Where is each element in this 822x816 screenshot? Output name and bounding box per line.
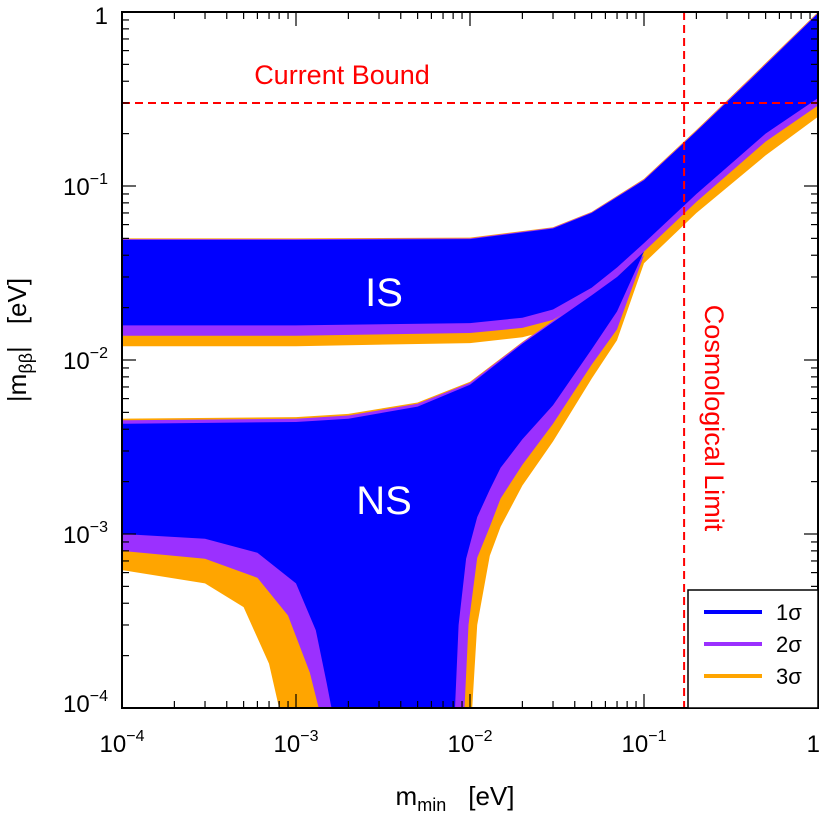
y-tick-label: 10−3: [63, 519, 108, 549]
x-axis-label-unit: [eV]: [468, 781, 514, 811]
legend-label-3sigma: 3σ: [776, 664, 802, 689]
region-label-ns: NS: [356, 479, 412, 523]
ns-band-sigma1: [122, 251, 644, 708]
x-tick-label: 10−1: [622, 728, 667, 758]
legend-label-1sigma: 1σ: [776, 600, 802, 625]
y-tick-label: 10−1: [63, 171, 108, 201]
x-tick-label: 10−3: [274, 728, 319, 758]
x-tick-label: 1: [807, 731, 820, 758]
reference-lines: [122, 12, 818, 708]
cosmological-limit-label: Cosmological Limit: [699, 305, 729, 532]
x-tick-label: 10−4: [100, 728, 145, 758]
y-axis-label-unit: [eV]: [2, 278, 32, 324]
y-axis-label-end: |: [2, 346, 32, 353]
region-label-is: IS: [365, 271, 403, 315]
current-bound-label: Current Bound: [254, 60, 430, 90]
y-tick-label: 1: [95, 3, 108, 30]
legend-box: [687, 589, 819, 709]
y-tick-label: 10−2: [63, 345, 108, 375]
x-axis-label-sub: min: [417, 795, 446, 815]
x-axis-label-main: m: [396, 781, 418, 811]
tick-labels: 10−4 10−3 10−2 10−1 1 10−4 10−3 10−2 10−1 1: [63, 3, 820, 758]
legend-label-2sigma: 2σ: [776, 632, 802, 657]
x-axis-label: mmin [eV]: [396, 781, 515, 815]
y-axis-label-sub: ββ: [16, 353, 36, 374]
y-axis-label: |mββ| [eV]: [2, 278, 36, 402]
y-tick-label: 10−4: [63, 688, 108, 718]
legend: 1σ 2σ 3σ: [687, 589, 819, 709]
is-band-sigma1: [122, 13, 818, 326]
y-axis-label-main: |m: [2, 374, 32, 402]
band-layer: [122, 12, 818, 708]
x-tick-label: 10−2: [448, 728, 493, 758]
